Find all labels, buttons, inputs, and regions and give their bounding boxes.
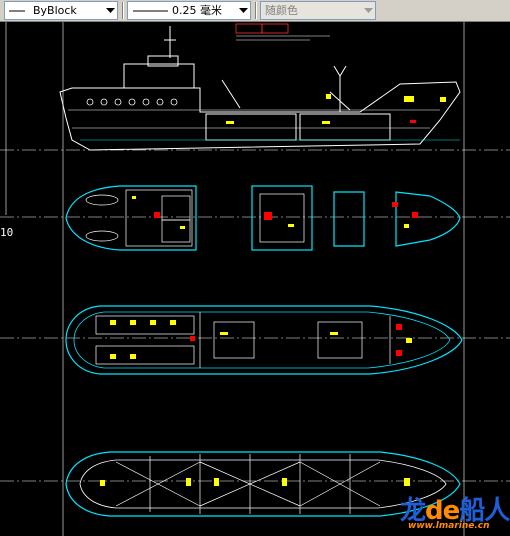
linetype-value: ByBlock xyxy=(33,4,77,17)
chevron-down-icon[interactable] xyxy=(361,2,375,19)
linetype-swatch-icon xyxy=(9,10,25,12)
site-watermark: 龙de船人 xyxy=(400,496,510,526)
lineweight-swatch-icon xyxy=(133,10,168,12)
main-deck-plan-view xyxy=(65,305,463,375)
lineweight-dropdown[interactable]: 0.25 毫米 xyxy=(127,1,251,20)
cad-drawing-canvas[interactable] xyxy=(0,22,510,536)
chevron-down-icon[interactable] xyxy=(103,2,117,19)
deck-plan-view xyxy=(65,185,461,251)
linetype-dropdown[interactable]: ByBlock xyxy=(4,1,118,20)
vertical-guide-lines xyxy=(5,22,465,536)
scale-bar xyxy=(235,23,330,41)
main-deck-markers xyxy=(110,320,412,359)
toolbar-separator xyxy=(122,2,124,19)
site-watermark-url: www.lmarine.cn xyxy=(408,521,490,531)
plot-style-dropdown[interactable]: 随颜色 xyxy=(260,1,376,20)
deck-plan-markers xyxy=(132,196,418,229)
coordinate-label: 10 xyxy=(0,226,14,239)
toolbar-separator xyxy=(255,2,257,19)
side-profile-view xyxy=(59,26,461,151)
horizontal-centerlines xyxy=(0,149,510,482)
chevron-down-icon[interactable] xyxy=(236,2,250,19)
side-profile-markers xyxy=(226,94,446,124)
hull-structure-plan-view xyxy=(65,451,461,517)
properties-toolbar: ByBlock 0.25 毫米 随颜色 xyxy=(0,0,510,22)
plot-style-value: 随颜色 xyxy=(265,4,298,17)
hull-structure-markers xyxy=(100,478,410,486)
lineweight-value: 0.25 毫米 xyxy=(172,4,222,17)
